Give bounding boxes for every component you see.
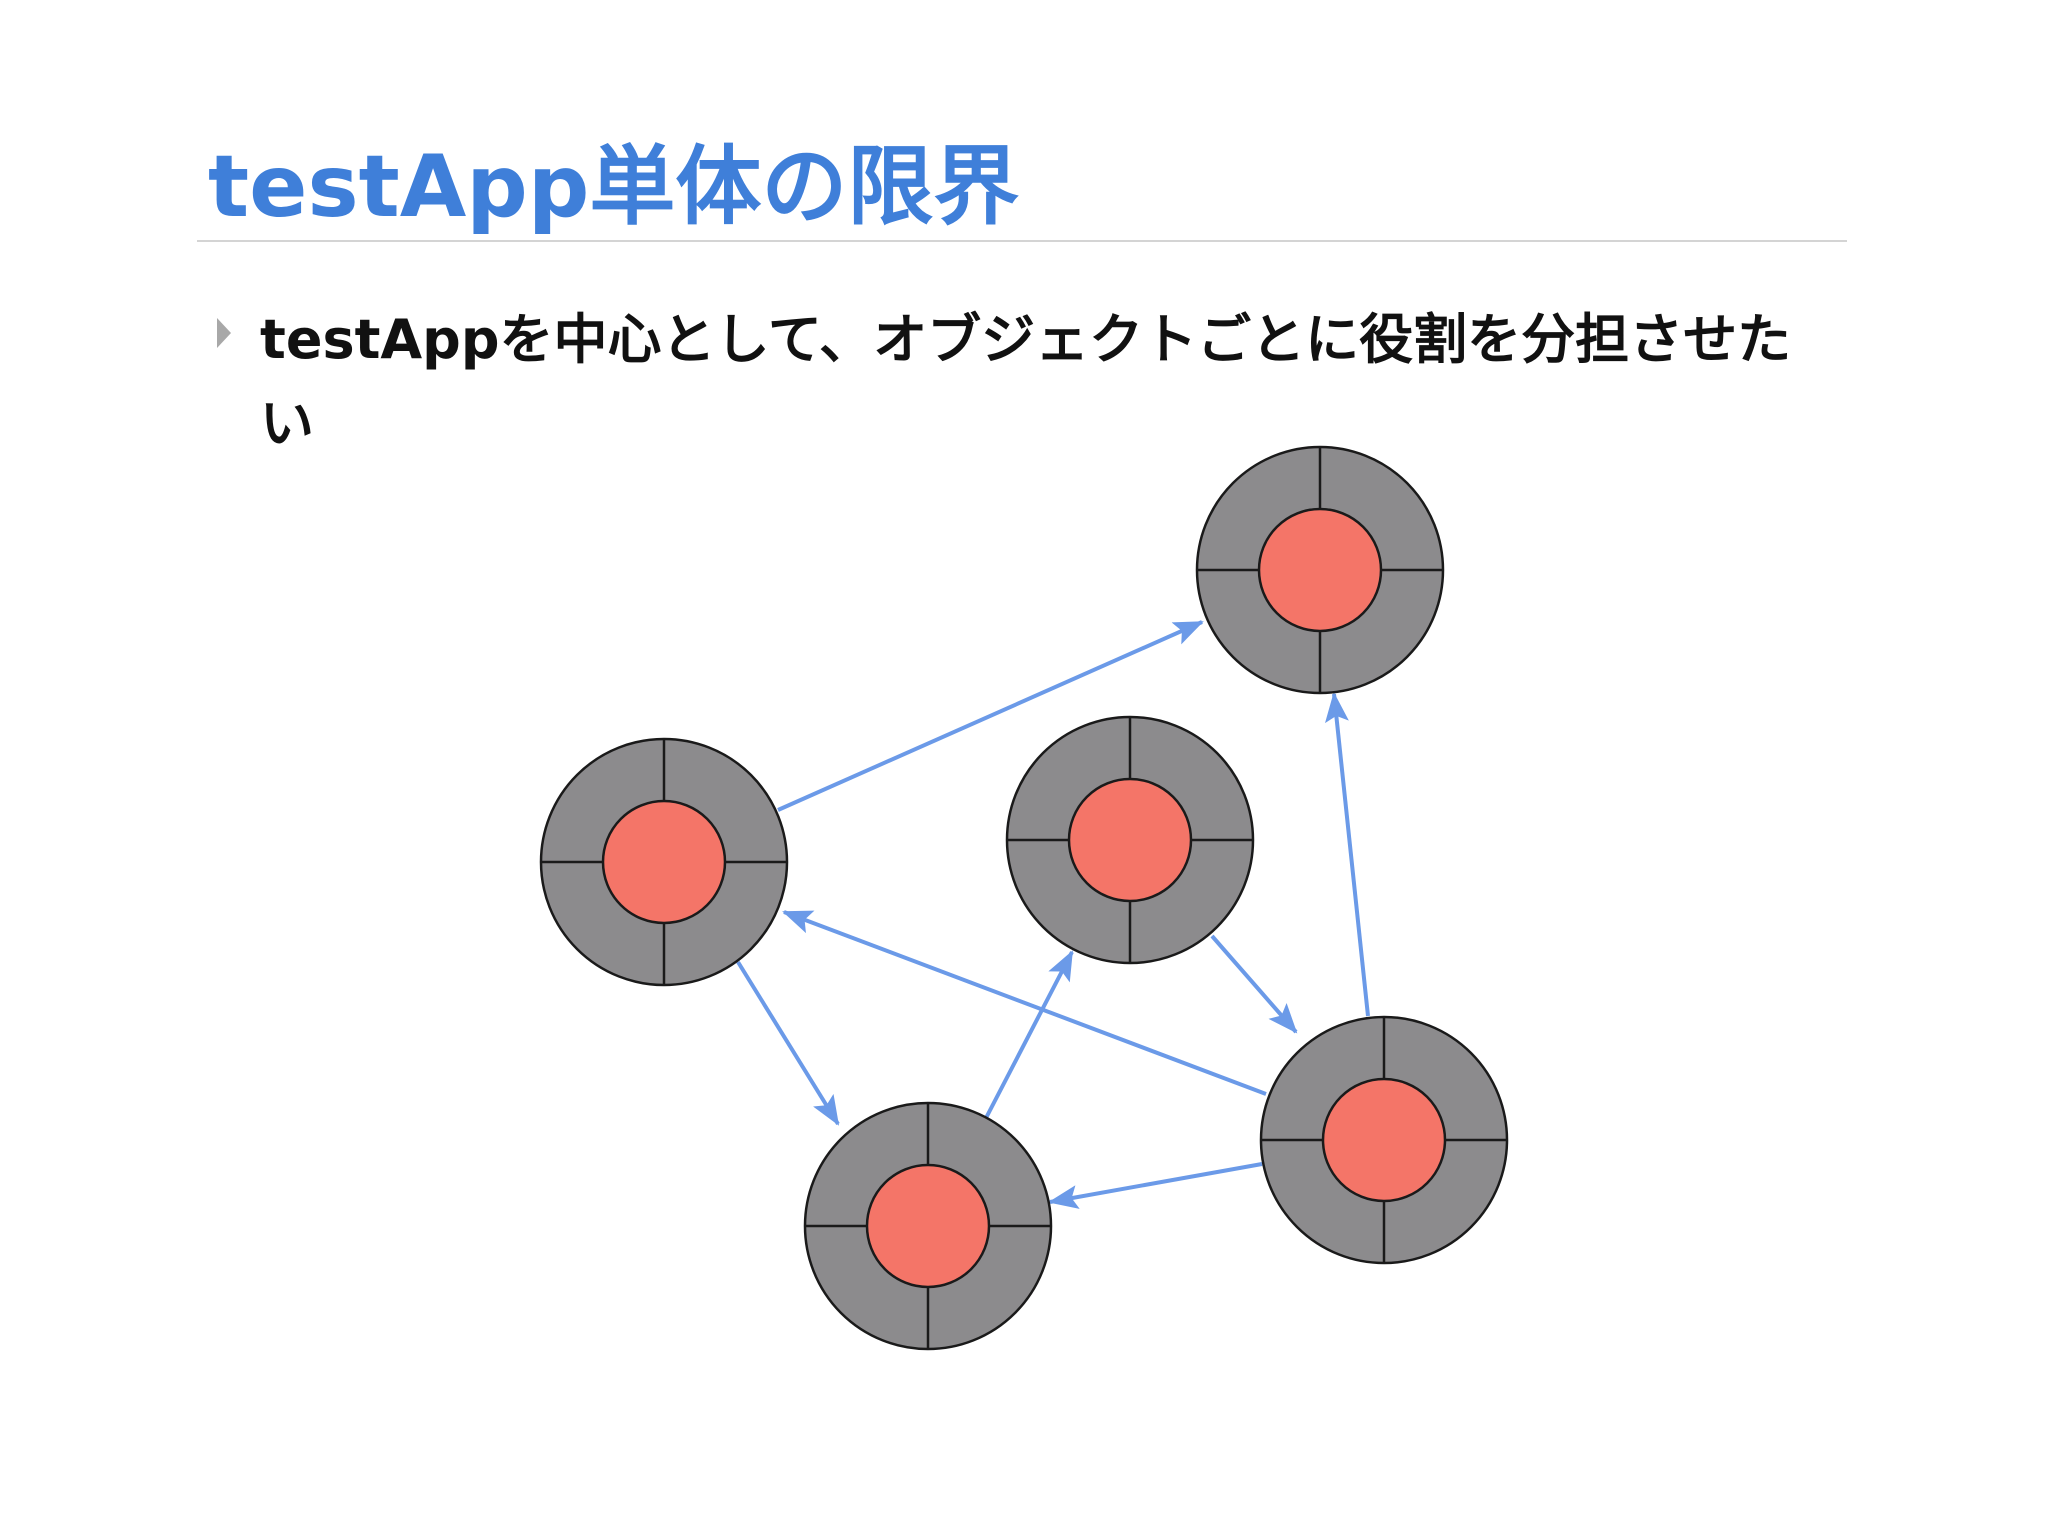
node-core bbox=[865, 1163, 991, 1289]
edge-layer bbox=[736, 620, 1370, 1209]
object-top-right-donut-node-icon bbox=[1195, 445, 1445, 695]
object-bottom-donut-node-icon bbox=[803, 1101, 1053, 1351]
arrow-object-right-to-object-top-right bbox=[1325, 692, 1370, 1017]
node-core bbox=[1257, 507, 1383, 633]
arrow-object-bottom-to-object-center bbox=[984, 950, 1074, 1119]
bullet-text: testAppを中心として、オブジェクトごとに役割を分担させたい bbox=[260, 308, 1792, 455]
object-center-donut-node-icon bbox=[1005, 715, 1255, 965]
object-right-donut-node-icon bbox=[1259, 1015, 1509, 1265]
arrow-object-left-to-object-bottom bbox=[736, 960, 840, 1126]
node-core bbox=[1067, 777, 1193, 903]
slide-title: testApp単体の限界 bbox=[208, 137, 1020, 237]
arrow-object-left-to-object-top-right bbox=[777, 620, 1204, 812]
bullet-triangle-icon bbox=[217, 318, 231, 348]
node-layer bbox=[539, 445, 1509, 1351]
node-core bbox=[601, 799, 727, 925]
arrow-object-right-to-object-bottom bbox=[1048, 1162, 1263, 1209]
title-divider bbox=[197, 240, 1847, 242]
arrow-object-center-to-object-right bbox=[1210, 934, 1298, 1034]
arrow-object-right-to-object-left bbox=[782, 910, 1267, 1096]
object-left-donut-node-icon bbox=[539, 737, 789, 987]
node-core bbox=[1321, 1077, 1447, 1203]
